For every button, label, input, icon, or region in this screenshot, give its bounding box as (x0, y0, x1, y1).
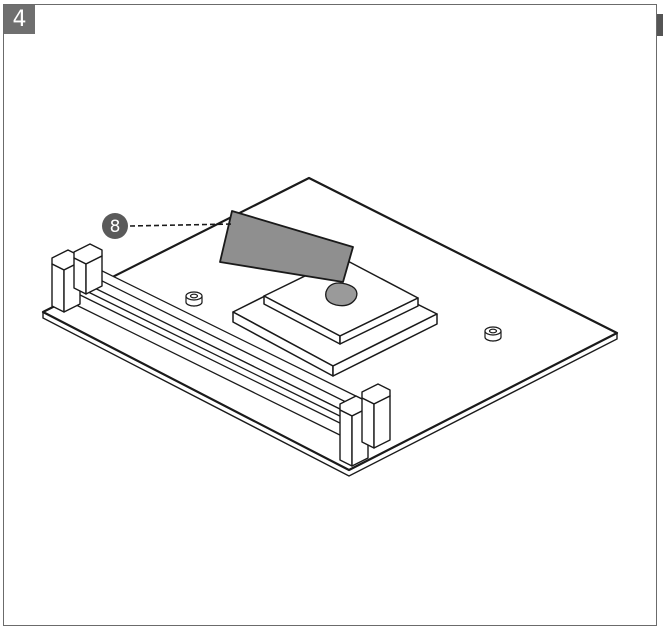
standoff-left (185, 291, 203, 307)
step-number-badge: 4 (4, 5, 35, 34)
edge-mark (657, 14, 663, 36)
callout-circle (102, 213, 128, 239)
memory-slot-latch-left (51, 243, 103, 313)
callout-number: 8 (110, 217, 121, 237)
standoff-right (484, 326, 502, 342)
thermal-pad (219, 210, 354, 283)
memory-slot-latch-right (339, 383, 391, 467)
callout-leader-line (129, 223, 233, 227)
callout-marker: 8 (102, 213, 128, 239)
thermal-paste (325, 282, 358, 307)
